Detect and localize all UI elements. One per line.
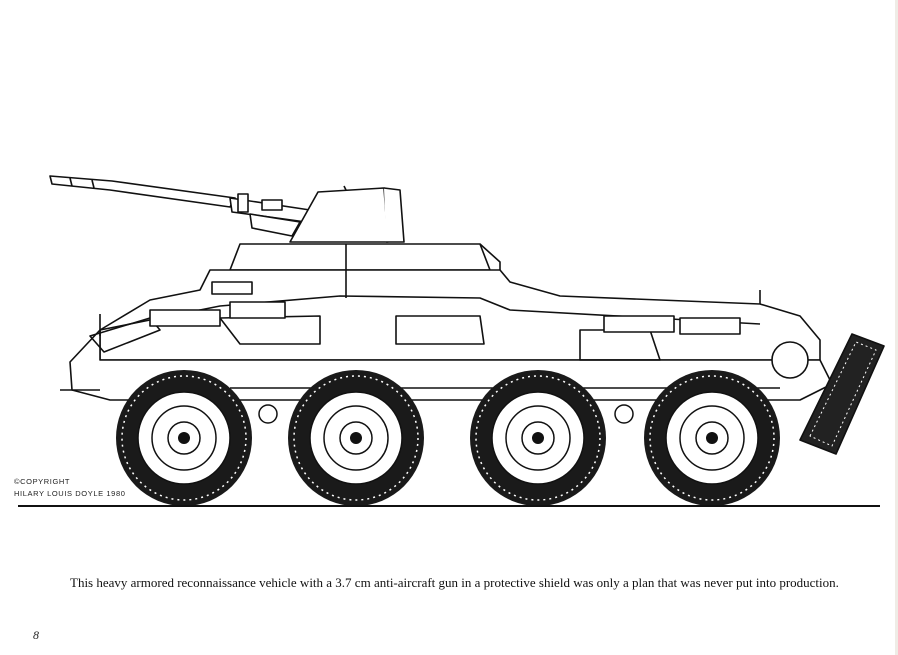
copyright-notice: ©COPYRIGHT HILARY LOUIS DOYLE 1980 [14, 476, 126, 500]
copyright-line: ©COPYRIGHT [14, 477, 71, 486]
wheels [116, 370, 780, 506]
page-edge [895, 0, 898, 655]
page-number: 8 [33, 628, 39, 642]
figure-caption: This heavy armored reconnaissance vehicl… [70, 575, 839, 590]
wheel-2 [288, 370, 424, 506]
gun-barrel [49, 175, 236, 208]
wheel-1 [116, 370, 252, 506]
ground-line [18, 505, 880, 507]
superstructure [229, 243, 491, 271]
copyright-author: HILARY LOUIS DOYLE 1980 [14, 489, 126, 498]
wheel-4 [644, 370, 780, 506]
wheel-3 [470, 370, 606, 506]
gun-shield [289, 187, 389, 243]
armored-vehicle-drawing [49, 175, 885, 506]
spare-wheel [799, 333, 885, 455]
